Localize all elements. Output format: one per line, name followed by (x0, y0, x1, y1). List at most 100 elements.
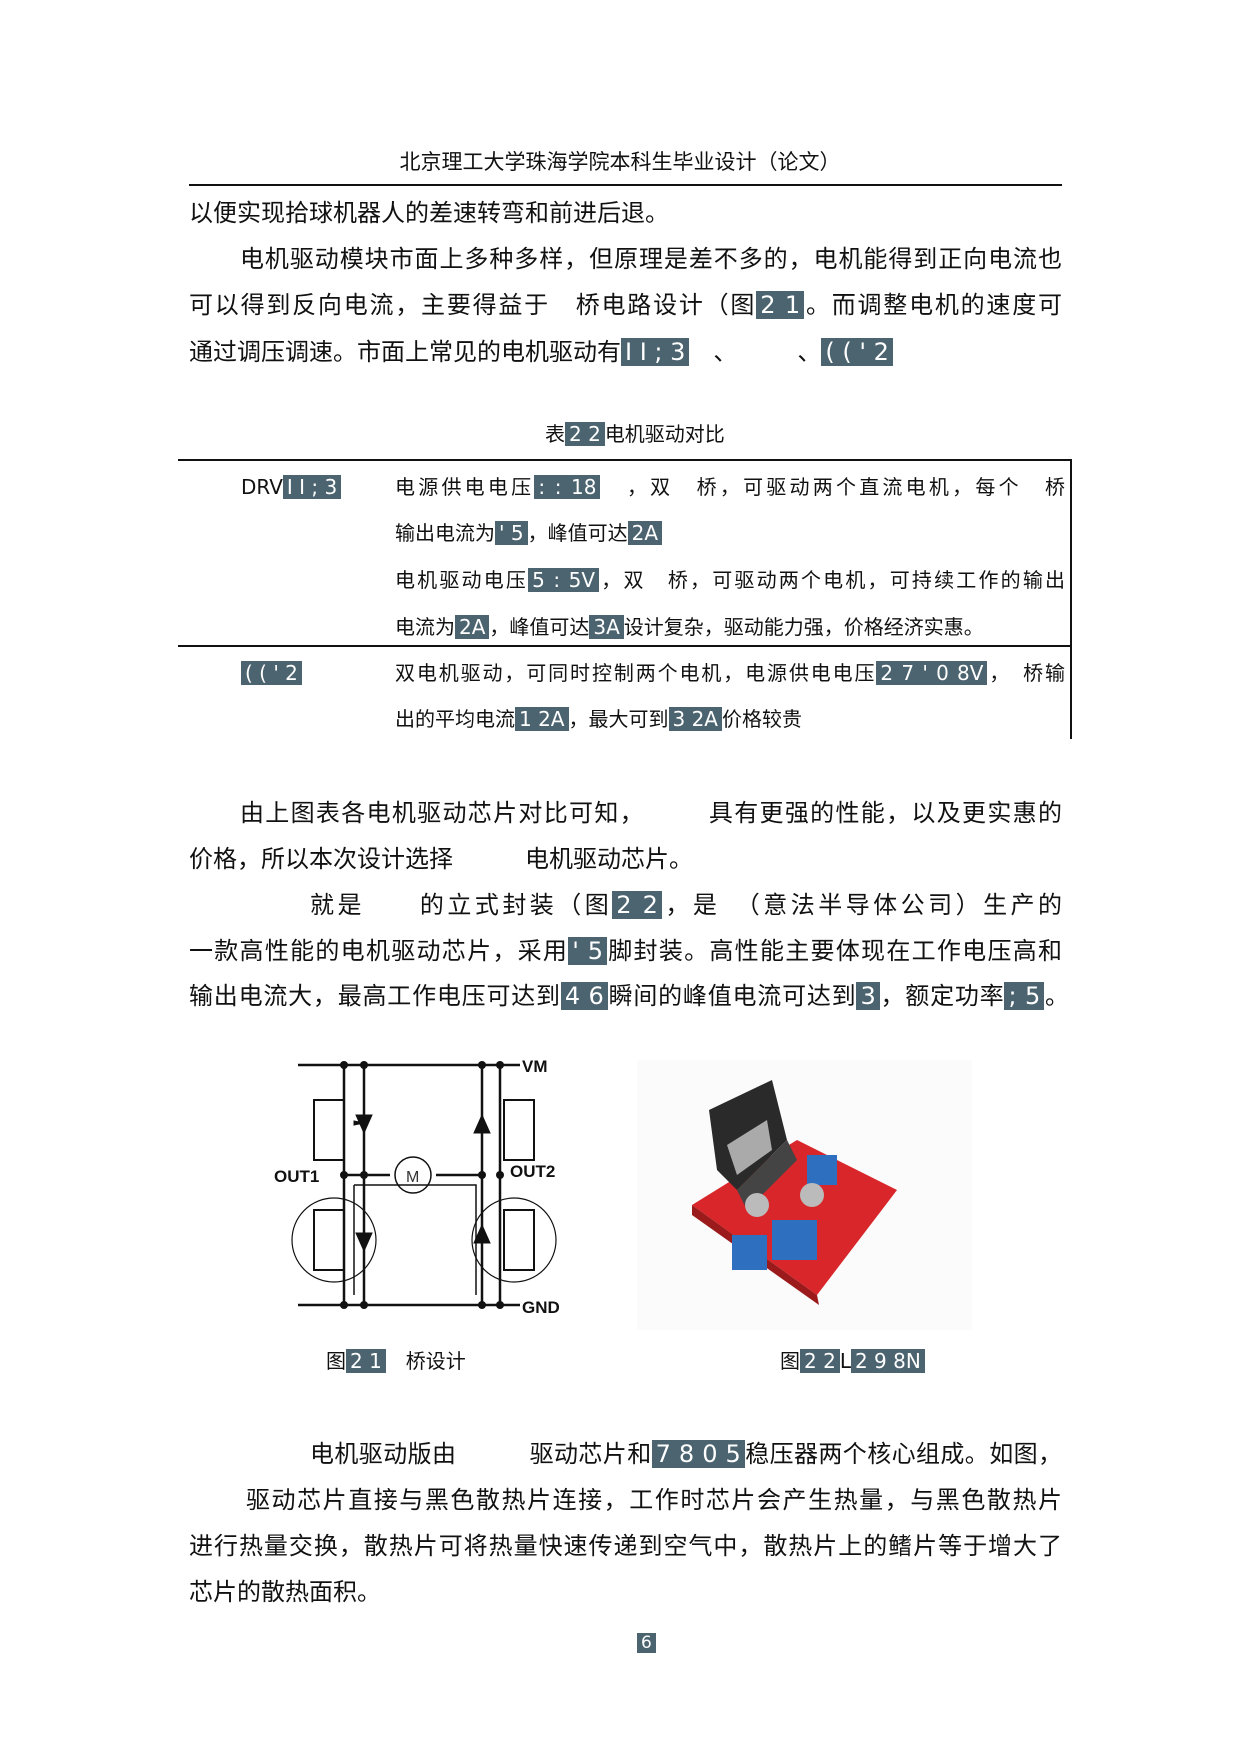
h-bridge-circuit-diagram: VM GND OUT1 OUT2 M (274, 1057, 560, 1317)
text-run: 表 (545, 422, 565, 446)
text-run: 电流为 (395, 615, 455, 639)
text-run: 脚封装。高性能主要体现在工作电压高和 (606, 937, 1063, 965)
highlighted-text: 2 7 ' 0 8V (876, 661, 988, 685)
text-run: ，额定功率 (879, 982, 1005, 1010)
highlighted-text: ( ( ' 2 (241, 661, 302, 685)
highlighted-text: 1 2A (515, 707, 569, 731)
running-header: 北京理工大学珠海学院本科生毕业设计（论文） (399, 150, 841, 174)
highlighted-text: 2A (455, 615, 490, 639)
l298n-board-photo (637, 1060, 972, 1330)
para3-line: 进行热量交换，散热片可将热量快速传递到空气中，散热片上的鳍片等于增大了 (189, 1529, 1062, 1563)
para1-line: 以便实现拾球机器人的差速转弯和前进后退。 (189, 196, 669, 230)
highlighted-text: 2 2 (800, 1349, 840, 1373)
table-right-rule (1070, 459, 1072, 739)
highlighted-text: ' 5 (568, 937, 607, 965)
highlighted-text: 2 2 (612, 891, 662, 919)
text-run: 价格较贵 (722, 707, 802, 731)
highlighted-text: ; 5 (1004, 982, 1045, 1010)
highlighted-text: 3 2A (668, 707, 722, 731)
highlighted-text: 6 (637, 1633, 656, 1653)
text-run: 电机驱动模块市面上多种多样，但原理是差不多的，电机能得到正向电流也 (240, 245, 1062, 273)
text-run: 设计复杂，驱动能力强，价格经济实惠。 (623, 615, 984, 639)
text-run: ， 桥输 (987, 661, 1065, 685)
text-run: 出的平均电流 (395, 707, 515, 731)
text-run: 驱动芯片直接与黑色散热片连接，工作时芯片会产生热量，与黑色散热片 (246, 1486, 1062, 1514)
table-top-rule (178, 459, 1071, 461)
text-run: 瞬间的峰值电流可达到 (607, 982, 857, 1010)
para3-line: 芯片的散热面积。 (189, 1575, 381, 1609)
text-run: 图 (326, 1349, 346, 1373)
highlighted-text: 2A (627, 521, 662, 545)
text-run: 电机驱动版由 驱动芯片和 (310, 1440, 652, 1468)
text-run: 、 、 (689, 338, 822, 366)
highlighted-text: I I ; 3 (282, 475, 342, 499)
text-run: 电源供电电压 (395, 475, 535, 499)
out1-label: OUT1 (274, 1167, 319, 1186)
page-number: 6 (637, 1628, 656, 1658)
para3-line: 驱动芯片直接与黑色散热片连接，工作时芯片会产生热量，与黑色散热片 (246, 1483, 1062, 1517)
vm-label: VM (522, 1057, 548, 1076)
highlighted-text: 4 6 (560, 982, 608, 1010)
text-run: 芯片的散热面积。 (189, 1578, 381, 1606)
text-run: 进行热量交换，散热片可将热量快速传递到空气中，散热片上的鳍片等于增大了 (189, 1532, 1062, 1560)
text-run: 可以得到反向电流，主要得益于 桥电路设计（图 (189, 291, 757, 319)
text-run: 输出电流大，最高工作电压可达到 (189, 982, 561, 1010)
highlighted-text: 5 : 5V (528, 568, 600, 592)
text-run: ，是 （意法半导体公司）生产的 (661, 891, 1063, 919)
highlighted-text: ' 5 (495, 521, 528, 545)
text-run: 以便实现拾球机器人的差速转弯和前进后退。 (189, 199, 669, 227)
para2-line: 由上图表各电机驱动芯片对比可知， 具有更强的性能，以及更实惠的 (240, 796, 1062, 830)
text-run: L (839, 1349, 851, 1373)
highlighted-text: 3 (856, 982, 880, 1010)
text-run: 图 (780, 1349, 800, 1373)
text-run: 电机驱动对比 (604, 422, 725, 446)
text-run: 稳压器两个核心组成。如图， (744, 1440, 1063, 1468)
highlighted-text: 2 2 (565, 422, 605, 446)
table-mid-rule (178, 645, 1071, 647)
text-run: 一款高性能的电机驱动芯片，采用 (189, 937, 569, 965)
highlighted-text: I I ; 3 (621, 338, 690, 366)
text-run: ，最大可到 (568, 707, 669, 731)
highlighted-text: 2 9 8N (850, 1349, 925, 1373)
highlighted-text: 2 1 (756, 291, 805, 319)
text-run: ，峰值可达 (489, 615, 590, 639)
text-run: 输出电流为 (395, 521, 495, 545)
highlighted-text: ( ( ' 2 (821, 338, 893, 366)
highlighted-text: 7 8 0 5 (651, 1440, 745, 1468)
motor-label: M (406, 1169, 419, 1186)
text-run: 双电机驱动，可同时控制两个电机，电源供电电压 (395, 661, 877, 685)
text-run: 桥设计 (385, 1349, 466, 1373)
para1-line: 电机驱动模块市面上多种多样，但原理是差不多的，电机能得到正向电流也 (240, 242, 1062, 276)
table-row2-name: ( ( ' 2 (241, 658, 302, 688)
text-run: 通过调压调速。市面上常见的电机驱动有 (189, 338, 621, 366)
gnd-label: GND (522, 1298, 560, 1317)
text-run: 。而调整电机的速度可 (804, 291, 1062, 319)
text-run: 就是 的立式封装（图 (310, 891, 613, 919)
text-run: ，峰值可达 (527, 521, 628, 545)
text-run: DRV (241, 475, 283, 499)
text-run: ，双 桥，可驱动两个直流电机，每个 桥 (600, 475, 1066, 499)
text-run: 由上图表各电机驱动芯片对比可知， 具有更强的性能，以及更实惠的 (240, 799, 1062, 827)
highlighted-text: 3A (589, 615, 624, 639)
para2-line: 价格，所以本次设计选择 电机驱动芯片。 (189, 842, 693, 876)
text-run: ，双 桥，可驱动两个电机，可持续工作的输出 (599, 568, 1066, 592)
header-rule (189, 184, 1062, 186)
highlighted-text: 2 1 (346, 1349, 386, 1373)
highlighted-text: : : 18 (534, 475, 601, 499)
text-run: 。 (1044, 982, 1070, 1010)
text-run: 电机驱动电压 (395, 568, 529, 592)
